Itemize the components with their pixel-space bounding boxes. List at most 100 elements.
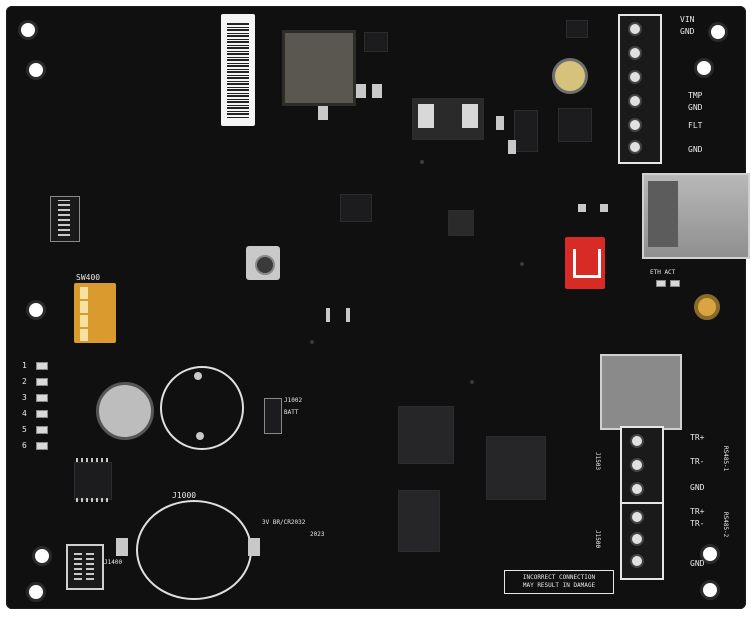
flt-label: FLT (688, 121, 703, 130)
tmp-label: TMP (688, 91, 703, 100)
j1000-label: J1000 (172, 491, 197, 500)
pin-header (66, 544, 104, 590)
j1503-label: J1503 (594, 452, 601, 471)
terminal-screw[interactable] (628, 70, 642, 84)
eth-led (656, 280, 666, 287)
vin-label: VIN (680, 15, 695, 24)
processor-chip (398, 406, 454, 464)
terminal-screw[interactable] (628, 140, 642, 154)
terminal-screw[interactable] (630, 458, 644, 472)
battery-pad (194, 372, 202, 380)
gnd-label: GND (688, 103, 703, 112)
dip-switch[interactable] (74, 283, 116, 343)
led-number: 1 (22, 361, 27, 370)
ethernet-port[interactable] (642, 173, 750, 259)
j1400-label: J1400 (104, 559, 123, 566)
chip-pins (76, 458, 108, 462)
electrolytic-capacitor (552, 58, 588, 94)
tr-plus-label: TR+ (690, 507, 705, 516)
led-number: 2 (22, 377, 27, 386)
pin-header (264, 398, 282, 434)
smd-component (600, 204, 608, 212)
logo-mark-icon (573, 249, 601, 278)
led-number: 4 (22, 409, 27, 418)
mounting-hole (26, 582, 46, 602)
terminal-screw[interactable] (630, 554, 644, 568)
gnd-label: GND (680, 27, 695, 36)
reset-button[interactable] (246, 246, 280, 280)
tr-minus-label: TR- (690, 519, 705, 528)
chip-pins (76, 498, 108, 502)
status-led (36, 410, 48, 418)
mounting-hole (700, 580, 720, 600)
terminal-screw[interactable] (630, 434, 644, 448)
terminal-screw[interactable] (630, 482, 644, 496)
coin-cell-pad (248, 538, 260, 556)
rs485-2-label: RS485-2 (722, 512, 729, 538)
manufacturer-logo (565, 237, 605, 289)
warning-line: INCORRECT CONNECTION (522, 574, 596, 581)
power-terminal-block[interactable] (618, 14, 662, 164)
eth-led (670, 280, 680, 287)
smd-component (496, 116, 504, 130)
ic-chip (74, 462, 112, 500)
terminal-screw[interactable] (630, 532, 644, 546)
dip-switch-label: SW400 (76, 273, 101, 282)
batt-label: BATT (284, 409, 299, 416)
dip-switch-toggle[interactable] (80, 315, 88, 327)
warning-notice: INCORRECT CONNECTION MAY RESULT IN DAMAG… (504, 570, 614, 594)
smd-component (346, 308, 350, 322)
coin-cell-label: 3V BR/CR2032 (262, 519, 306, 526)
tr-minus-label: TR- (690, 457, 705, 466)
terminal-screw[interactable] (628, 118, 642, 132)
processor-chip (486, 436, 546, 500)
j1002-label: J1002 (284, 397, 303, 404)
battery-pad (196, 432, 204, 440)
gnd-label: GND (690, 559, 705, 568)
gnd-label: GND (690, 483, 705, 492)
status-led (36, 378, 48, 386)
header-pins (74, 550, 82, 580)
ic-chip (514, 110, 538, 152)
dip-switch-toggle[interactable] (80, 301, 88, 313)
ic-chip (448, 210, 474, 236)
status-led (36, 442, 48, 450)
coin-cell-pad (116, 538, 128, 556)
status-led (36, 426, 48, 434)
mounting-hole (694, 58, 714, 78)
via (420, 160, 424, 164)
status-led (36, 362, 48, 370)
power-inductor (282, 30, 356, 106)
via (520, 262, 524, 266)
ic-chip (566, 20, 588, 38)
mounting-hole (26, 300, 46, 320)
led-number: 6 (22, 441, 27, 450)
dip-switch-toggle[interactable] (80, 287, 88, 299)
mounting-hole (26, 60, 46, 80)
ic-chip (364, 32, 388, 52)
terminal-screw[interactable] (628, 94, 642, 108)
dip-switch-toggle[interactable] (80, 329, 88, 341)
via (310, 340, 314, 344)
gold-mounting-pad (694, 294, 720, 320)
led-number: 3 (22, 393, 27, 402)
terminal-screw[interactable] (630, 510, 644, 524)
warning-line: MAY RESULT IN DAMAGE (522, 581, 596, 589)
sd-card-slot[interactable] (600, 354, 682, 430)
barcode-icon (227, 22, 249, 118)
ethernet-port-front (648, 181, 678, 247)
terminal-screw[interactable] (628, 22, 642, 36)
ic-chip (558, 108, 592, 142)
header-pins (86, 550, 94, 580)
mounting-hole (32, 546, 52, 566)
buzzer (96, 382, 154, 440)
j1500-label: J1500 (594, 530, 601, 549)
via (470, 380, 474, 384)
smd-component (578, 204, 586, 212)
terminal-screw[interactable] (628, 46, 642, 60)
mounting-hole (708, 22, 728, 42)
smd-component (318, 106, 328, 120)
tr-plus-label: TR+ (690, 433, 705, 442)
gnd-label: GND (688, 145, 703, 154)
